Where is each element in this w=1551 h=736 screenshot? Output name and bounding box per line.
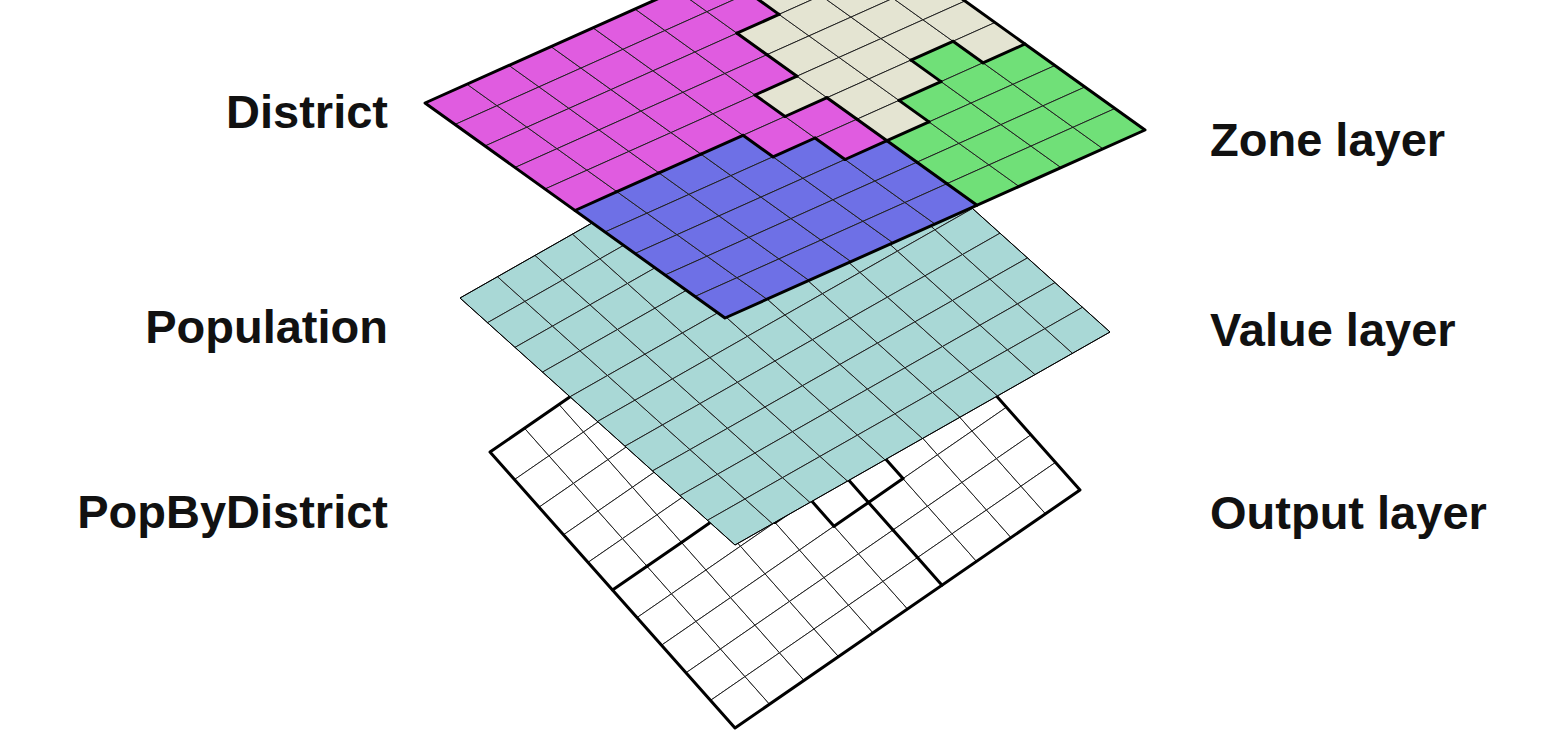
zone-boundary: [834, 502, 869, 526]
zone-boundary: [785, 98, 827, 117]
zone-boundary: [911, 60, 941, 82]
zone-boundary: [857, 119, 887, 141]
zone-boundary: [953, 41, 983, 63]
zone-boundary: [918, 558, 943, 586]
zone-boundary: [911, 41, 953, 60]
zone-boundary: [647, 542, 682, 566]
layer-label: Zone layer: [1210, 114, 1445, 166]
zone-boundary: [749, 0, 779, 14]
zone-boundary: [983, 44, 1025, 63]
zone-boundary: [887, 122, 929, 141]
zone-boundary: [755, 76, 797, 95]
zone-boundary: [737, 14, 779, 33]
grid-cell: [1021, 462, 1080, 513]
zone-boundary: [947, 184, 977, 206]
zone-boundary: [810, 499, 835, 527]
layer-label: Population: [145, 301, 388, 353]
zone-boundary: [869, 479, 904, 503]
zone-boundary: [887, 141, 917, 163]
zone-boundary: [575, 192, 617, 211]
zone-boundary: [827, 98, 857, 120]
grid-cell: [1045, 307, 1110, 353]
zone-boundary: [773, 138, 815, 157]
zone-boundary: [701, 135, 743, 154]
zone-boundary: [917, 162, 947, 184]
layer-label: District: [226, 86, 388, 138]
zone-boundary: [899, 82, 941, 101]
zone-boundary: [815, 138, 845, 160]
zone-boundary: [767, 55, 797, 76]
layer-outline: [460, 85, 1110, 545]
value-layer: [460, 85, 1110, 545]
zone-layer: [425, 0, 1145, 318]
zone-boundary: [893, 530, 918, 558]
zone-boundary: [617, 173, 659, 192]
zone-boundary: [613, 566, 648, 590]
zone-boundary: [737, 33, 767, 55]
zone-boundary: [659, 154, 701, 173]
zone-boundary: [845, 141, 887, 160]
zone-boundary: [869, 502, 894, 530]
zone-boundary: [743, 135, 773, 157]
grid-cell: [1073, 109, 1145, 149]
zone-boundary: [755, 95, 785, 117]
layer-outline: [425, 0, 1145, 318]
layer-label: Value layer: [1210, 304, 1456, 356]
layer-label: PopByDistrict: [77, 486, 388, 538]
layer-label: Output layer: [1210, 487, 1487, 539]
zone-boundary: [899, 100, 929, 122]
